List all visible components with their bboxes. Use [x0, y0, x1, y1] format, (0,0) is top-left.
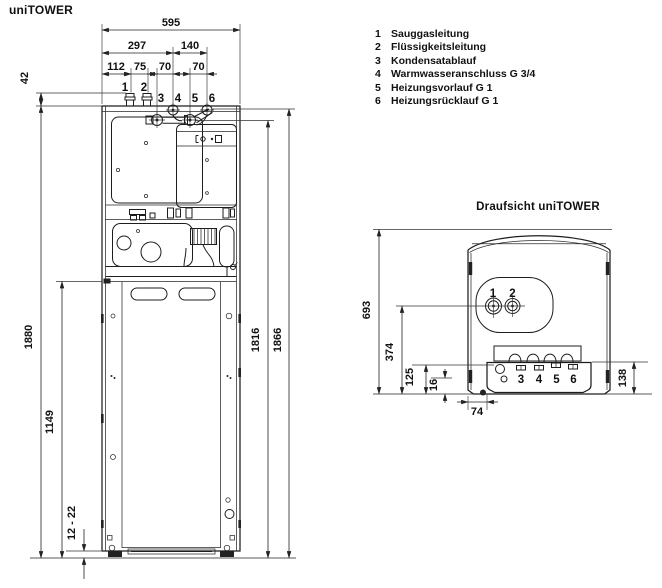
legend-item: 5 Heizungsvorlauf G 1 — [375, 82, 535, 95]
legend-item-label: Kondensatablauf — [391, 54, 477, 67]
legend-item-number: 6 — [375, 95, 381, 108]
legend-item-label: Warmwasseranschluss G 3/4 — [391, 68, 536, 81]
dim-label-374: 374 — [384, 342, 396, 361]
legend-item-number: 1 — [375, 28, 381, 40]
legend-item: 4 Warmwasseranschluss G 3/4 — [375, 68, 535, 81]
dim-label-138: 138 — [617, 369, 629, 387]
connection-legend: 1 Sauggasleitung 2 Flüssigkeitsleitung 3… — [375, 28, 535, 108]
legend-item-label: Heizungsvorlauf G 1 — [391, 81, 493, 94]
top-refrigerant-area — [475, 277, 554, 333]
top-view: 693 374 125 16 138 74 1 2 3 4 5 6 — [361, 228, 652, 418]
legend-item-number: 2 — [375, 41, 381, 54]
valve-3 — [145, 112, 165, 128]
front-upper-module — [111, 116, 237, 208]
top-dimension-lines — [376, 228, 637, 405]
legend-item: 3 Kondensatablauf — [375, 55, 535, 68]
conn-label-2: 2 — [141, 82, 147, 94]
top-extension-lines — [373, 229, 652, 410]
conn-label-3: 3 — [158, 93, 164, 105]
top-conn-label-4: 4 — [536, 374, 543, 386]
legend-item-number: 3 — [375, 54, 381, 67]
front-top-connections — [124, 93, 214, 128]
top-conn-label-6: 6 — [570, 374, 576, 386]
front-hydraulic-section — [112, 223, 238, 276]
front-terminal-band — [129, 207, 235, 221]
legend-item: 2 Flüssigkeitsleitung — [375, 41, 535, 54]
valve-4 — [166, 103, 180, 117]
front-dimension-lines — [38, 27, 292, 579]
legend-item-label: Flüssigkeitsleitung — [391, 41, 487, 54]
legend-item: 6 Heizungsrücklauf G 1 — [375, 95, 535, 108]
dim-label-1816: 1816 — [250, 328, 262, 352]
dim-label-1880: 1880 — [23, 325, 35, 349]
conn-label-6: 6 — [209, 93, 215, 105]
dim-label-1149: 1149 — [44, 410, 56, 434]
dim-label-feet: 12 - 22 — [66, 506, 78, 540]
top-conn-label-3: 3 — [518, 374, 524, 386]
dim-label-42: 42 — [19, 72, 31, 84]
top-conn-label-5: 5 — [553, 374, 560, 386]
dim-label-693: 693 — [361, 301, 373, 319]
dim-label-112: 112 — [107, 61, 125, 73]
conn-label-5: 5 — [192, 93, 199, 105]
dim-label-74: 74 — [471, 406, 484, 418]
legend-item-label: Sauggasleitung — [391, 28, 470, 40]
top-conn-label-2: 2 — [509, 288, 515, 300]
top-connection-block — [480, 345, 592, 396]
dim-label-16: 16 — [428, 379, 440, 391]
dim-label-75: 75 — [134, 61, 146, 73]
dim-label-70a: 70 — [159, 61, 171, 73]
dim-label-140: 140 — [181, 40, 199, 52]
front-cabinet-outline — [101, 105, 241, 557]
legend-item-number: 5 — [375, 81, 381, 94]
front-tank-section — [107, 287, 235, 552]
dim-label-1866: 1866 — [272, 328, 284, 352]
page-title: uniTOWER — [9, 3, 74, 17]
dim-label-70b: 70 — [192, 61, 204, 73]
top-conn-label-1: 1 — [490, 288, 497, 300]
conn-label-4: 4 — [175, 93, 182, 105]
legend-item-label: Heizungsrücklauf G 1 — [391, 95, 499, 108]
legend-item-number: 4 — [375, 68, 381, 81]
legend-item: 1 Sauggasleitung — [375, 28, 535, 41]
front-extension-lines — [36, 24, 295, 552]
dim-label-595: 595 — [162, 17, 180, 29]
topview-title: Draufsicht uniTOWER — [476, 201, 600, 213]
dim-label-125: 125 — [404, 368, 416, 386]
front-view: 595 297 140 112 75 70 70 42 1880 1149 12… — [19, 17, 296, 579]
conn-label-1: 1 — [122, 82, 129, 94]
dim-label-297: 297 — [128, 40, 146, 52]
